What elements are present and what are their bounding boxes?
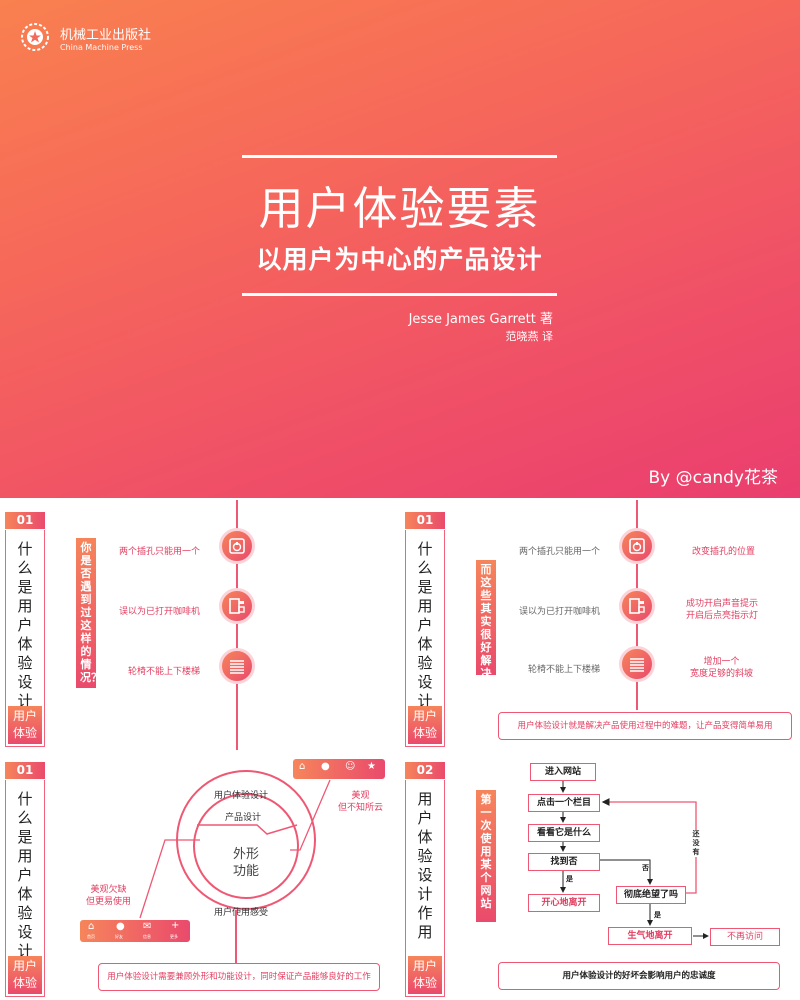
stairs-icon <box>219 648 255 684</box>
problem-label-3: 轮椅不能上下楼梯 <box>527 665 600 675</box>
plus-icon: + <box>171 920 180 931</box>
question-text: 第一次使用某个网站 <box>480 793 492 910</box>
toolbar-caption: 更多 <box>170 934 178 939</box>
publisher-logo-icon <box>21 23 49 51</box>
translator: 范晓燕 译 <box>505 330 554 343</box>
user-icon: ● <box>321 761 330 772</box>
publisher-name-en: China Machine Press <box>60 43 143 52</box>
section-number: 01 <box>5 512 45 529</box>
book-cover: 机械工业出版社 China Machine Press 用户体验要素 以用户为中… <box>0 0 800 498</box>
slide-what-is-ux-balance: 01 什么是用户体验设计 用户体验 用户体验设计 产品设计 外形 功能 用户使用… <box>0 750 400 1000</box>
category-badge: 用户体验 <box>408 706 442 744</box>
problem-label-2: 误以为已打开咖啡机 <box>118 607 200 617</box>
coffee-machine-icon <box>619 588 655 624</box>
title-rule-top <box>242 155 557 158</box>
question-text: 你是否遇到过这样的情况？ <box>80 541 102 684</box>
question-bar: 而这些其实很好解决 <box>476 560 496 680</box>
home-icon: ⌂ <box>299 761 306 772</box>
question-bar: 第一次使用某个网站 <box>476 790 496 922</box>
user-icon: ● <box>116 921 125 932</box>
summary-box: 用户体验设计就是解决产品使用过程中的难题，让产品变得简单易用 <box>498 712 792 740</box>
solution-label-1: 改变插孔的位置 <box>692 547 756 557</box>
slide-what-is-ux-solutions: 01 什么是用户体验设计 用户体验 而这些其实很好解决 两个插孔只能用一个 改变… <box>400 500 800 751</box>
user-feeling-label: 用户使用感受 <box>214 908 269 918</box>
socket-icon <box>219 528 255 564</box>
solution-label-3: 增加一个 宽度足够的斜坡 <box>690 657 754 679</box>
flow-happy-leave: 开心地离开 <box>528 894 600 912</box>
stairs-icon <box>619 646 655 682</box>
question-bar: 你是否遇到过这样的情况？ <box>76 538 102 688</box>
section-title: 什么是用户体验设计 <box>17 540 33 710</box>
flow-angry-leave: 生气地离开 <box>608 927 692 945</box>
icon-toolbar-bottom: ⌂ 首页 ● 好友 ✉ 信息 + 更多 <box>80 920 190 942</box>
star-icon: ★ <box>367 761 376 772</box>
home-icon: ⌂ <box>88 921 95 932</box>
flow-enter-site: 进入网站 <box>530 763 596 781</box>
mail-icon: ✉ <box>143 921 152 932</box>
flow-despair: 彻底绝望了吗 <box>616 886 686 904</box>
flow-no-label: 否 <box>642 864 649 872</box>
slide-what-is-ux-problems: 01 什么是用户体验设计 用户体验 你是否遇到过这样的情况？ 两个插孔只能用一个… <box>0 500 400 751</box>
section-title-box: 什么是用户体验设计 <box>5 530 45 747</box>
summary-box: 用户体验设计需要兼顾外形和功能设计，同时保证产品能够良好的工作 <box>98 963 380 991</box>
flow-yes-label-2: 是 <box>654 911 661 919</box>
solution-label-2: 成功开启声音提示 开启后点亮指示灯 <box>686 599 759 621</box>
section-title-box: 什么是用户体验设计 <box>405 530 445 747</box>
slide-ux-role: 02 用户体验设计作用 用户体验 第一次使用某个网站 进入网站 点击一个栏目 看… <box>400 750 800 1000</box>
flow-never-return: 不再访问 <box>710 928 780 946</box>
form-function-label: 外形 功能 <box>232 847 259 879</box>
summary-box: 用户体验设计的好坏会影响用户的忠诚度 <box>498 962 780 990</box>
problem-label-3: 轮椅不能上下楼梯 <box>127 667 200 677</box>
product-design-label: 产品设计 <box>225 813 262 823</box>
book-subtitle: 以用户为中心的产品设计 <box>256 245 543 274</box>
section-title: 用户体验设计作用 <box>417 790 433 941</box>
title-rule-bottom <box>242 293 557 296</box>
category-badge: 用户体验 <box>408 956 442 994</box>
toolbar-caption: 首页 <box>87 934 95 939</box>
right-note: 美观 但不知所云 <box>338 791 384 813</box>
flow-found: 找到否 <box>528 853 600 871</box>
section-title-box: 用户体验设计作用 <box>405 780 445 997</box>
smile-icon: ☺ <box>345 761 356 772</box>
ux-design-label: 用户体验设计 <box>214 791 269 801</box>
problem-label-2: 误以为已打开咖啡机 <box>518 607 600 617</box>
section-number: 01 <box>5 762 45 779</box>
flow-not-yet-label: 还没有 <box>692 830 700 857</box>
section-title: 什么是用户体验设计 <box>417 540 433 710</box>
byline: By @candy花茶 <box>648 468 778 488</box>
toolbar-caption: 好友 <box>115 934 123 939</box>
flow-look: 看看它是什么 <box>528 824 600 842</box>
coffee-machine-icon <box>219 588 255 624</box>
flow-yes-label: 是 <box>566 875 573 883</box>
category-badge: 用户体验 <box>8 956 42 994</box>
publisher-name-cn: 机械工业出版社 <box>60 28 152 43</box>
section-number: 02 <box>405 762 445 779</box>
question-text: 而这些其实很好解决 <box>480 563 492 680</box>
flow-click-column: 点击一个栏目 <box>528 794 600 812</box>
product-design-divider <box>197 824 298 835</box>
category-badge: 用户体验 <box>8 706 42 744</box>
problem-label-1: 两个插孔只能用一个 <box>118 547 200 557</box>
product-design-circle <box>193 793 299 899</box>
icon-toolbar-top: ⌂ ● ☺ ★ <box>293 759 385 779</box>
toolbar-caption: 信息 <box>143 934 151 939</box>
socket-icon <box>619 528 655 564</box>
section-number: 01 <box>405 512 445 529</box>
connector-lines <box>139 779 331 964</box>
section-title: 什么是用户体验设计 <box>17 790 33 960</box>
book-title: 用户体验要素 <box>258 182 541 235</box>
problem-label-1: 两个插孔只能用一个 <box>518 547 600 557</box>
section-title-box: 什么是用户体验设计 <box>5 780 45 997</box>
left-note: 美观欠缺 但更易使用 <box>86 885 132 907</box>
author: Jesse James Garrett 著 <box>408 312 553 327</box>
timeline-line <box>236 500 238 751</box>
